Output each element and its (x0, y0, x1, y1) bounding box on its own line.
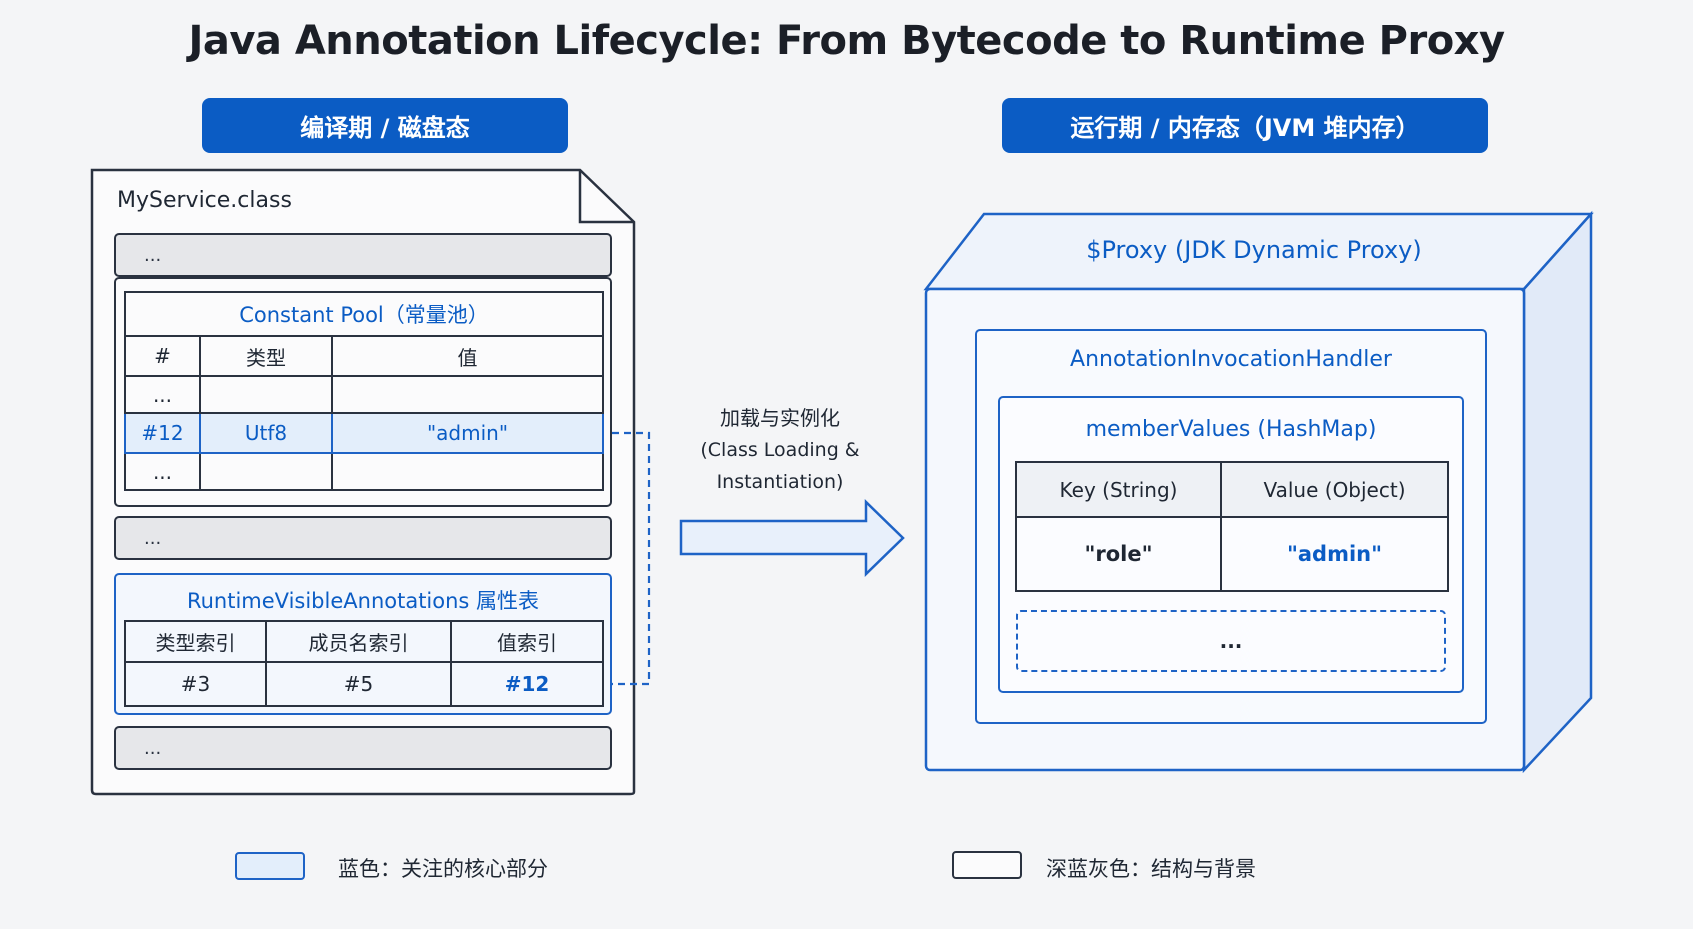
ellipsis-bar-top: ... (114, 233, 612, 277)
cp-header-index: # (124, 335, 201, 377)
ann-cell-type-index: #3 (124, 661, 267, 707)
constant-pool-title: Constant Pool（常量池） (124, 291, 604, 337)
constant-pool-table: Constant Pool（常量池） # 类型 值 ... #12 Utf8 "… (124, 291, 604, 491)
right-section-header: 运行期 / 内存态（JVM 堆内存） (1002, 98, 1488, 153)
proxy-box-side (1522, 210, 1593, 774)
transition-label-cn: 加载与实例化 (720, 406, 840, 430)
member-values-table: Key (String) Value (Object) "role" "admi… (1015, 461, 1449, 592)
cp-header-value: 值 (331, 335, 604, 377)
handler-title: AnnotationInvocationHandler (1070, 347, 1392, 372)
cp-cell-value-admin: "admin" (331, 412, 604, 454)
document-fold (578, 170, 634, 224)
annotations-table: 类型索引 成员名索引 值索引 #3 #5 #12 (124, 620, 604, 707)
cp-cell (199, 452, 333, 491)
transition-label: 加载与实例化 (Class Loading & Instantiation) (670, 402, 890, 498)
cp-cell: ... (124, 375, 201, 414)
proxy-title: $Proxy (JDK Dynamic Proxy) (1086, 236, 1422, 264)
transition-label-en-1: (Class Loading & (700, 439, 860, 461)
mv-header-key: Key (String) (1015, 461, 1222, 518)
cp-cell (199, 375, 333, 414)
cp-cell (331, 375, 604, 414)
cp-cell-index-12: #12 (124, 412, 201, 454)
transition-arrow (679, 499, 905, 577)
member-values-title: memberValues (HashMap) (1085, 417, 1377, 442)
cp-cell: ... (124, 452, 201, 491)
ann-header-value-index: 值索引 (450, 620, 604, 663)
member-values-more: ... (1016, 610, 1446, 672)
cp-highlight-row: #12 Utf8 "admin" (124, 412, 604, 454)
diagram-title: Java Annotation Lifecycle: From Bytecode… (188, 18, 1505, 64)
ann-header-type-index: 类型索引 (124, 620, 267, 663)
mv-header-value: Value (Object) (1220, 461, 1449, 518)
cp-cell (331, 452, 604, 491)
ellipsis-bar-bottom: ... (114, 726, 612, 770)
legend-swatch-grey (952, 851, 1022, 879)
class-file-name: MyService.class (117, 188, 292, 213)
ellipsis-bar-mid: ... (114, 516, 612, 560)
reference-link (594, 431, 651, 686)
left-section-header: 编译期 / 磁盘态 (202, 98, 568, 153)
legend-label-grey: 深蓝灰色：结构与背景 (1046, 857, 1256, 881)
annotations-title: RuntimeVisibleAnnotations 属性表 (186, 589, 540, 613)
transition-label-en-2: Instantiation) (716, 471, 844, 493)
ann-header-name-index: 成员名索引 (265, 620, 452, 663)
legend-swatch-blue (235, 852, 305, 880)
mv-cell-value-admin: "admin" (1220, 516, 1449, 592)
legend-label-blue: 蓝色：关注的核心部分 (338, 857, 548, 881)
ann-cell-name-index: #5 (265, 661, 452, 707)
cp-cell-type-utf8: Utf8 (199, 412, 333, 454)
mv-cell-key-role: "role" (1015, 516, 1222, 592)
cp-header-type: 类型 (199, 335, 333, 377)
ann-cell-value-index: #12 (450, 661, 604, 707)
